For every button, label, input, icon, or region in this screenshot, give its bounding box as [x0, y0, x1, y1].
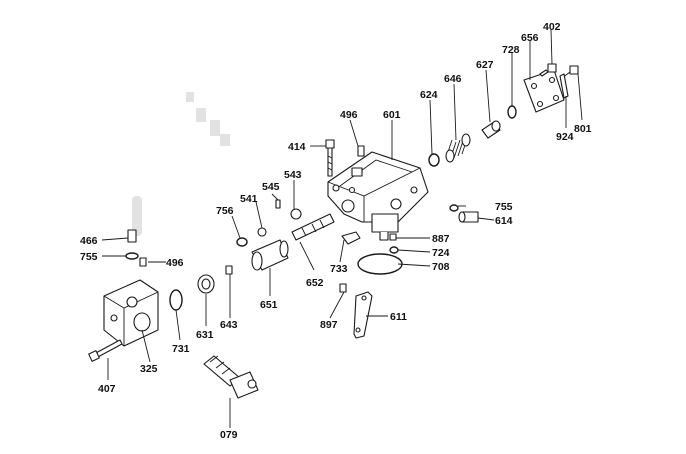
o-ring-756	[236, 237, 248, 247]
plug-887	[389, 233, 397, 241]
o-ring-731	[169, 289, 183, 311]
callout-496-top: 496	[340, 109, 358, 121]
plug-614	[458, 211, 479, 223]
callout-733: 733	[330, 263, 348, 275]
collar-543	[290, 208, 302, 220]
callout-924: 924	[556, 131, 574, 143]
gasket-733	[341, 231, 361, 245]
callout-755-right: 755	[495, 201, 513, 213]
o-ring-755-right	[449, 204, 459, 212]
valve-body-325	[103, 279, 159, 347]
callout-887: 887	[432, 233, 450, 245]
o-ring-755-left	[125, 252, 139, 260]
washer-624	[428, 153, 440, 167]
bolt-924	[559, 73, 569, 99]
cover-plate-656	[523, 69, 565, 113]
callout-755-left: 755	[80, 251, 98, 263]
callout-545: 545	[262, 181, 280, 193]
callout-624: 624	[420, 89, 438, 101]
callout-079: 079	[220, 429, 238, 441]
callout-631: 631	[196, 329, 214, 341]
pin-545	[275, 199, 281, 209]
sleeve-651	[251, 239, 289, 271]
bolt-414	[325, 139, 335, 177]
solenoid-079	[203, 355, 259, 399]
leader-lines	[101, 29, 583, 428]
o-ring-708	[357, 253, 403, 275]
callout-325: 325	[140, 363, 158, 375]
cap-466	[127, 229, 137, 243]
callout-652: 652	[306, 277, 324, 289]
callout-496-left: 496	[166, 257, 184, 269]
bolt-407	[88, 339, 123, 362]
callout-611: 611	[390, 311, 407, 323]
pin-897	[339, 283, 347, 293]
callout-731: 731	[172, 343, 190, 355]
callout-756: 756	[216, 205, 234, 217]
callout-728: 728	[502, 44, 520, 56]
callout-801: 801	[574, 123, 592, 135]
callout-656: 656	[521, 32, 539, 44]
callout-627: 627	[476, 59, 494, 71]
pin-643	[225, 265, 233, 275]
callout-414: 414	[288, 141, 306, 153]
callout-601: 601	[383, 109, 401, 121]
lever-611	[353, 291, 373, 339]
o-ring-728	[507, 105, 517, 119]
callout-labels: 402 656 728 627 646 624 601 496 414 801 …	[80, 21, 592, 441]
main-housing-601	[327, 151, 429, 241]
washer-724	[389, 246, 399, 254]
callout-651: 651	[260, 299, 278, 311]
callout-724: 724	[432, 247, 450, 259]
callout-897: 897	[320, 319, 338, 331]
plug-496-top	[357, 145, 365, 157]
callout-646: 646	[444, 73, 462, 85]
scan-smudge	[132, 92, 230, 236]
plug-631	[197, 274, 215, 294]
callout-402: 402	[543, 21, 561, 33]
callout-541: 541	[240, 193, 258, 205]
callout-407: 407	[98, 383, 116, 395]
callout-708: 708	[432, 261, 450, 273]
callout-466: 466	[80, 235, 98, 247]
callout-543: 543	[284, 169, 302, 181]
spring-646	[445, 133, 471, 163]
callout-614: 614	[495, 215, 513, 227]
callout-643: 643	[220, 319, 238, 331]
plug-627	[481, 120, 501, 139]
spool-652	[291, 213, 335, 241]
plug-496-left	[139, 257, 147, 267]
seat-541	[257, 227, 267, 237]
